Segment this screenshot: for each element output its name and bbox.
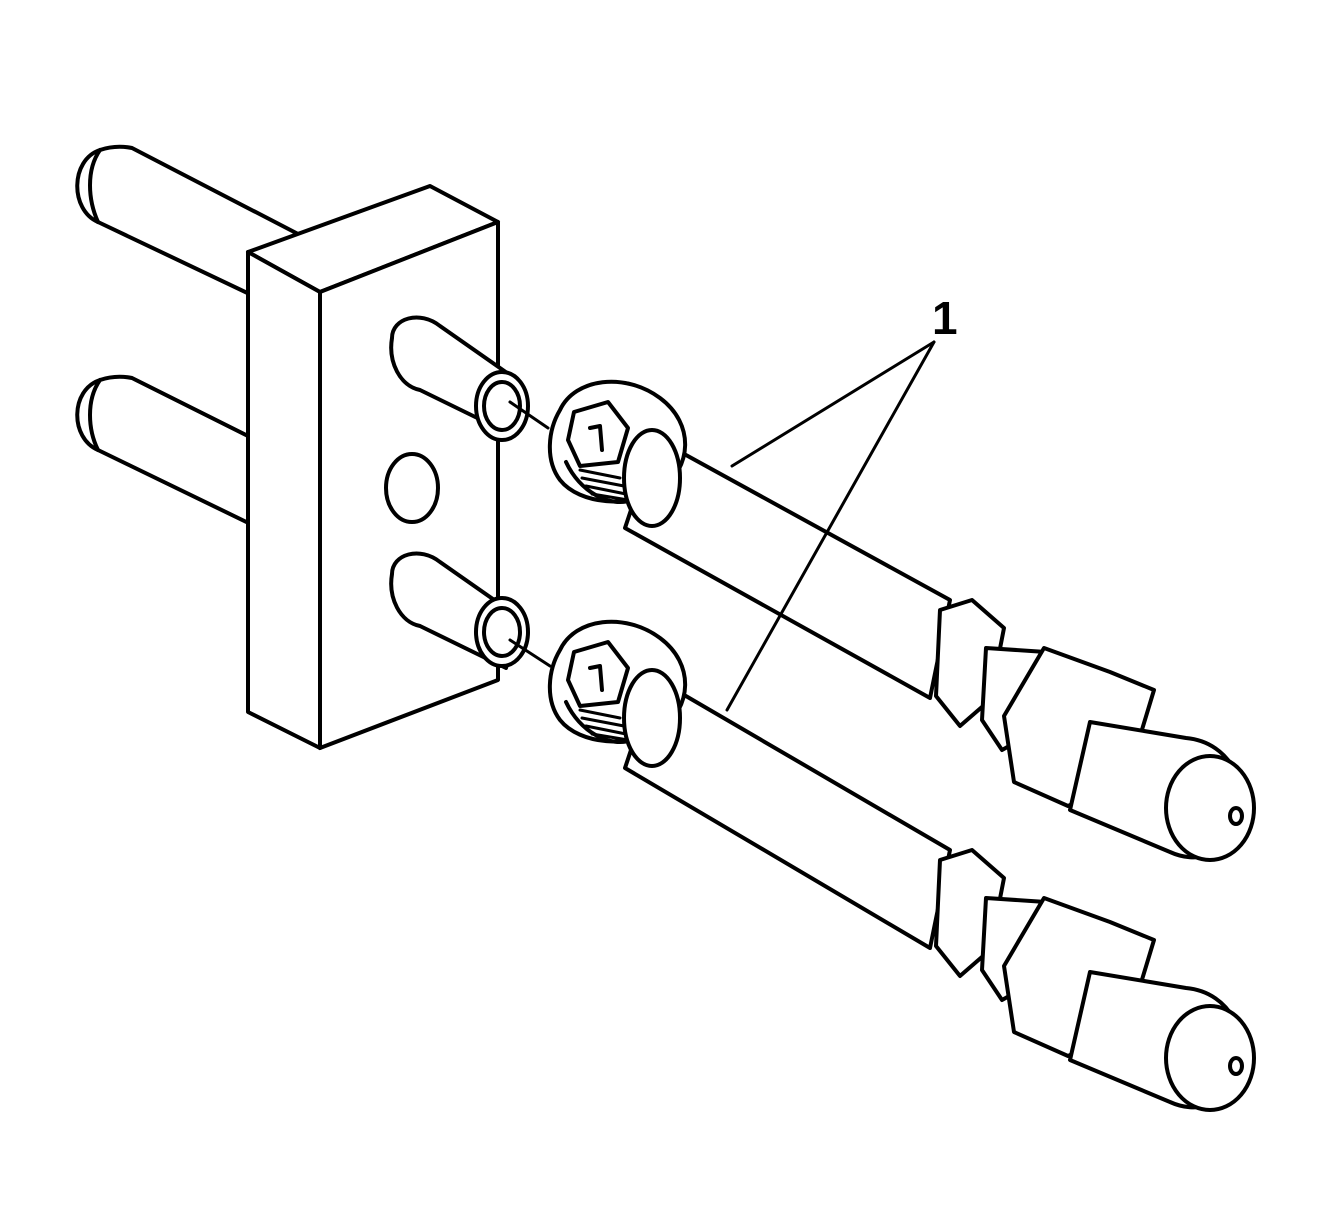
lower-hose-assembly <box>547 619 1256 1112</box>
manifold-block <box>246 184 500 750</box>
lower-port <box>389 551 552 670</box>
callout-label: 1 <box>932 292 958 344</box>
block-hole <box>384 452 440 524</box>
lower-pipe <box>75 374 302 550</box>
upper-port <box>389 315 550 442</box>
callout-leaders <box>725 340 936 712</box>
upper-pipe <box>75 144 302 320</box>
upper-hose-assembly <box>547 379 1256 862</box>
